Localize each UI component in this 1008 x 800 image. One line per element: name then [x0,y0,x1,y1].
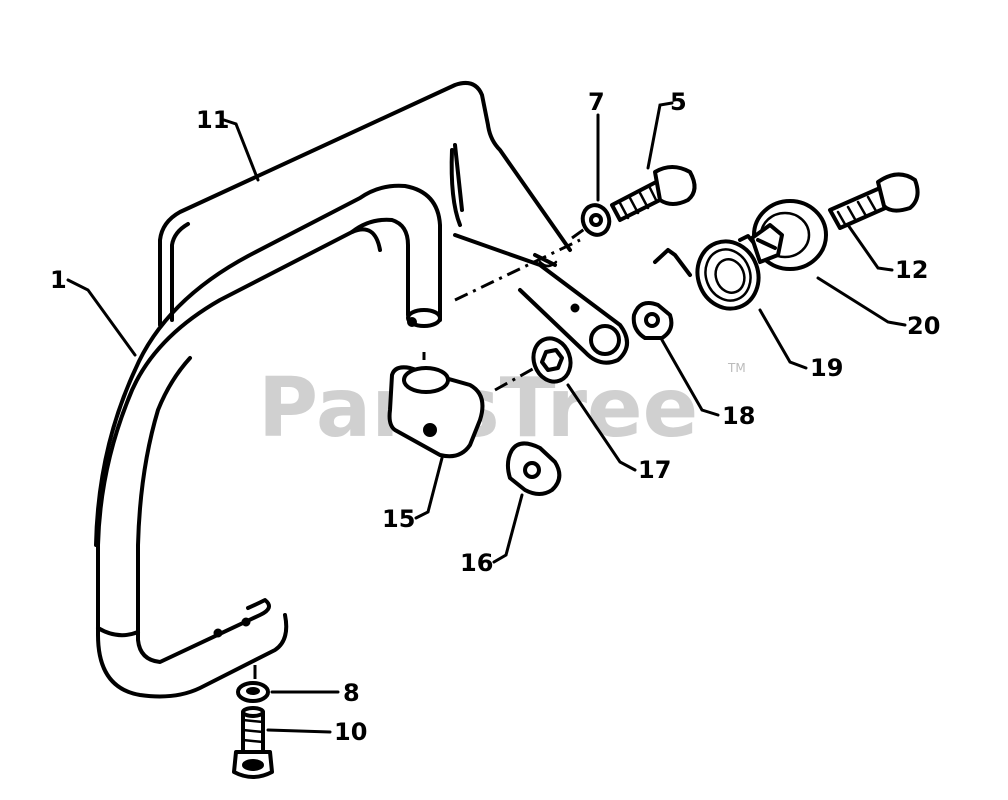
part-16-plate [505,441,562,496]
callout-10: 10 [334,718,367,746]
callout-15: 15 [382,505,415,533]
callout-7: 7 [588,88,605,116]
part-17-washer [531,336,573,384]
callout-1: 1 [50,266,67,294]
callout-8: 8 [343,679,360,707]
watermark: PartsTree TM [258,361,746,456]
callout-5: 5 [670,88,687,116]
part-5-bolt [610,165,697,222]
leader-lines [66,101,907,734]
part-7-washer [580,203,612,237]
callout-labels: 1 11 7 5 12 20 19 18 17 15 16 8 10 [50,88,940,746]
callout-11: 11 [196,106,229,134]
part-15-clamp [387,365,485,459]
axis-line-7 [571,223,591,240]
part-8-washer [236,681,270,703]
part-11-shield-plate [158,81,572,327]
part-1-front-handle [94,183,442,699]
part-10-screw [232,706,274,779]
handle-bracket-arm [453,233,629,365]
callout-12: 12 [895,256,928,284]
axis-line-upper [454,238,581,302]
part-19-spring [653,234,761,311]
part-12-bolt [828,172,920,230]
callout-19: 19 [810,354,843,382]
callout-16: 16 [460,549,493,577]
callout-20: 20 [907,312,940,340]
callout-17: 17 [638,456,671,484]
callout-18: 18 [722,402,755,430]
axis-line-lower [494,363,541,392]
part-20-cap [750,199,828,271]
part-18-nut [631,301,674,340]
watermark-trademark: TM [727,361,746,375]
